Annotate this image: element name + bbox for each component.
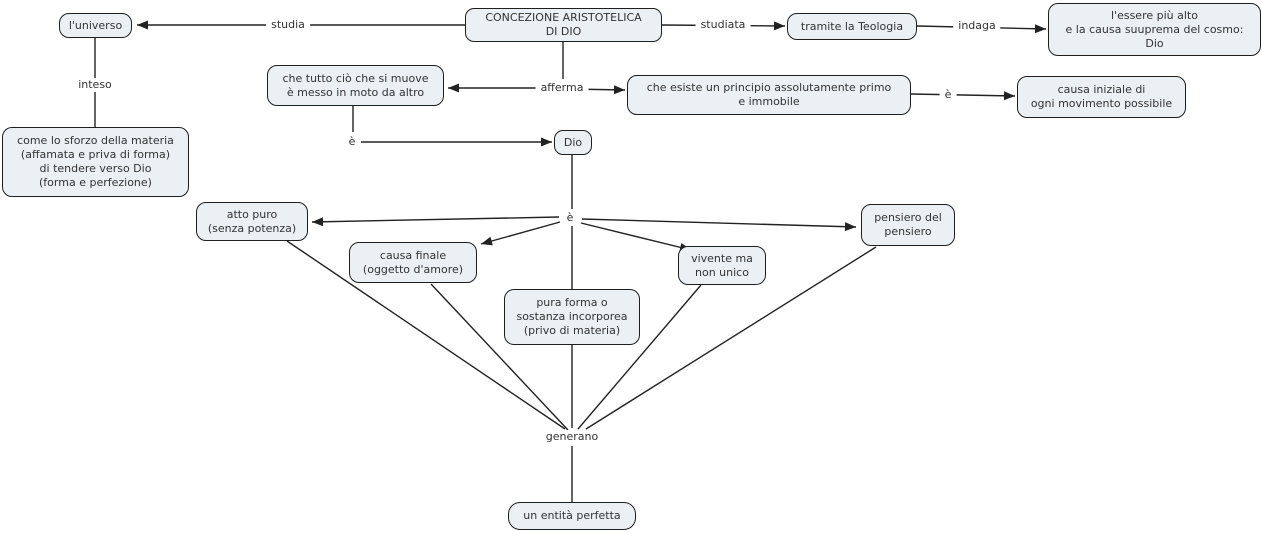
edge-hub-atto-puro <box>311 216 560 227</box>
concept-pensiero-del-pensiero[interactable]: pensiero del pensiero <box>861 204 955 246</box>
link-label-generano[interactable]: generano <box>540 430 604 444</box>
edge-causa-finale-generano <box>430 283 569 431</box>
concept-causa-finale[interactable]: causa finale (oggetto d'amore) <box>349 242 477 283</box>
link-label-e-hub[interactable]: è <box>561 211 579 225</box>
link-label-e-causa[interactable]: è <box>939 88 957 102</box>
concept-tutto-cio-che-si-muove[interactable]: che tutto ciò che si muove è messo in mo… <box>267 65 444 106</box>
edge-atto-generano <box>286 240 566 430</box>
edge-titolo-universo-arrowhead-icon <box>137 20 148 30</box>
edge-hub-pensiero-arrowhead-icon <box>844 222 856 232</box>
concept-principio-primo-immobile[interactable]: che esiste un principio assolutamente pr… <box>627 75 911 115</box>
edge-hub-causa-finale-arrowhead-icon <box>481 236 493 246</box>
concept-sforzo-della-materia[interactable]: come lo sforzo della materia (affamata e… <box>2 127 189 197</box>
edge-afferma-principio-arrowhead-icon <box>613 85 625 95</box>
edge-e-dio-arrowhead-icon <box>541 137 552 147</box>
edge-teologia-essere-arrowhead-icon <box>1034 24 1046 34</box>
link-label-indaga[interactable]: indaga <box>953 19 1001 33</box>
concept-pura-forma[interactable]: pura forma o sostanza incorporea (privo … <box>504 289 640 345</box>
edge-hub-causa-finale <box>480 221 561 246</box>
link-label-studiata[interactable]: studiata <box>695 18 751 32</box>
concept-vivente-ma-non-unico[interactable]: vivente ma non unico <box>678 246 766 285</box>
edge-principio-causa <box>910 91 1016 101</box>
link-label-e-dio[interactable]: è <box>343 135 361 149</box>
concept-teologia[interactable]: tramite la Teologia <box>787 13 917 40</box>
edge-afferma-muove-arrowhead-icon <box>448 83 459 93</box>
edge-pensiero-generano <box>585 246 877 430</box>
concept-dio[interactable]: Dio <box>554 130 592 155</box>
concept-titolo[interactable]: CONCEZIONE ARISTOTELICA DI DIO <box>465 8 662 42</box>
link-label-afferma[interactable]: afferma <box>535 81 589 95</box>
concept-essere-piu-alto[interactable]: l'essere più alto e la causa suuprema de… <box>1048 3 1261 56</box>
link-label-inteso[interactable]: inteso <box>73 78 117 92</box>
edge-vivente-generano <box>577 284 702 430</box>
concept-atto-puro[interactable]: atto puro (senza potenza) <box>196 202 308 241</box>
concept-entita-perfetta[interactable]: un entità perfetta <box>508 502 636 530</box>
edge-titolo-teologia-arrowhead-icon <box>773 21 785 31</box>
concept-universo[interactable]: l'universo <box>59 13 132 38</box>
edge-hub-pensiero <box>581 218 857 232</box>
link-label-studia[interactable]: studia <box>266 18 310 32</box>
concept-causa-iniziale[interactable]: causa iniziale di ogni movimento possibi… <box>1017 76 1186 118</box>
edge-e-dio <box>361 137 552 147</box>
edge-hub-vivente <box>580 222 692 252</box>
edge-principio-causa-arrowhead-icon <box>1003 91 1015 101</box>
edge-hub-atto-puro-arrowhead-icon <box>312 217 324 227</box>
